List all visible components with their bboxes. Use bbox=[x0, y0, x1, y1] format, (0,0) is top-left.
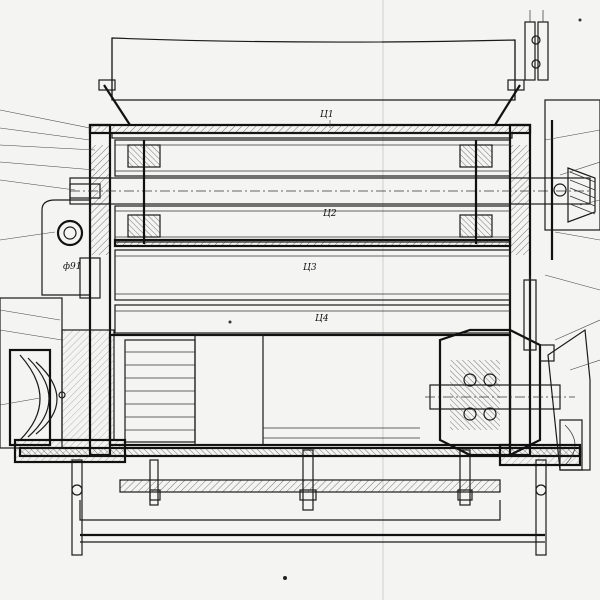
roller-3: Ц3 bbox=[114, 249, 511, 301]
label-l4: Ц4 bbox=[315, 314, 329, 324]
motor bbox=[108, 333, 512, 447]
left-leader-lines bbox=[0, 109, 96, 406]
paper-specks bbox=[228, 18, 582, 580]
roller-4: Ц4 bbox=[114, 304, 511, 334]
bearing-blocks bbox=[127, 140, 493, 244]
label-l1: Ц1 bbox=[320, 110, 334, 120]
foot-blocks bbox=[13, 438, 582, 467]
right-adjuster-rod bbox=[523, 275, 555, 362]
right-leader-lines bbox=[544, 129, 600, 371]
label-l2: Ц2 bbox=[323, 209, 337, 219]
roller-2: Ц2 bbox=[113, 205, 512, 248]
side-mark-label: ф91 bbox=[63, 262, 82, 272]
top-right-clevis bbox=[524, 10, 549, 81]
right-upper-sprocket bbox=[544, 99, 600, 260]
label-l3: Ц3 bbox=[303, 263, 317, 273]
main-shaft bbox=[69, 177, 591, 205]
bottom-tray bbox=[79, 479, 545, 543]
roller-1: Ц1 bbox=[114, 110, 511, 177]
right-gearbox bbox=[425, 328, 575, 457]
left-bearing-housing: ф91 bbox=[41, 199, 101, 299]
hopper bbox=[98, 37, 525, 126]
